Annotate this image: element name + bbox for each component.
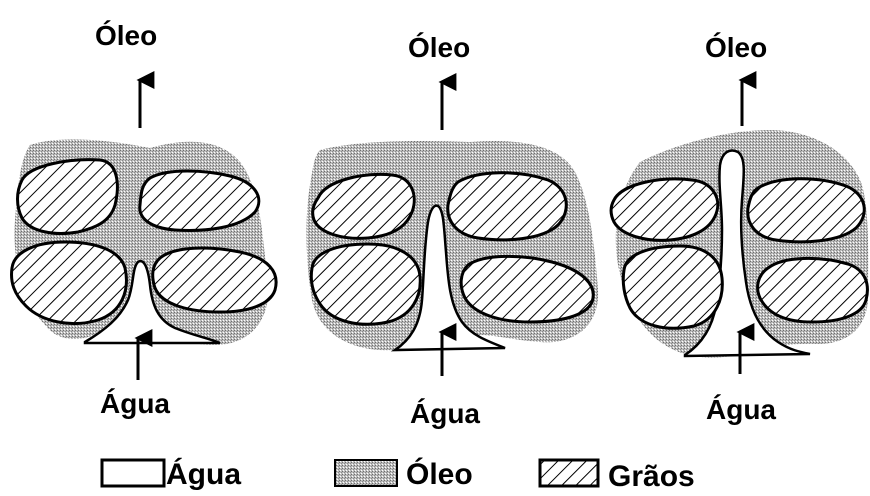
panel-2 xyxy=(306,82,598,376)
legend-oil-label: Óleo xyxy=(406,460,473,490)
grain xyxy=(18,160,118,234)
grain xyxy=(611,179,718,240)
panel-3 xyxy=(611,80,868,374)
panel-3-bottom-label: Água xyxy=(706,396,776,424)
grain xyxy=(153,248,276,312)
grain xyxy=(623,246,722,328)
grain xyxy=(748,179,865,242)
grain xyxy=(758,258,868,322)
panel-1-bottom-label: Água xyxy=(100,390,170,418)
grain xyxy=(311,244,420,324)
panel-1-top-label: Óleo xyxy=(95,22,157,50)
grain xyxy=(448,173,567,240)
panel-1 xyxy=(12,80,277,380)
panel-2-bottom-label: Água xyxy=(410,400,480,428)
grain xyxy=(12,242,127,324)
legend-grains-swatch xyxy=(540,460,598,486)
panel-3-top-label: Óleo xyxy=(705,34,767,62)
legend-grains-label: Grãos xyxy=(608,462,695,492)
grain xyxy=(140,171,259,230)
legend-oil-swatch xyxy=(335,460,397,486)
panel-2-top-label: Óleo xyxy=(408,34,470,62)
legend-water-label: Água xyxy=(166,460,241,490)
legend-water-swatch xyxy=(102,460,164,486)
